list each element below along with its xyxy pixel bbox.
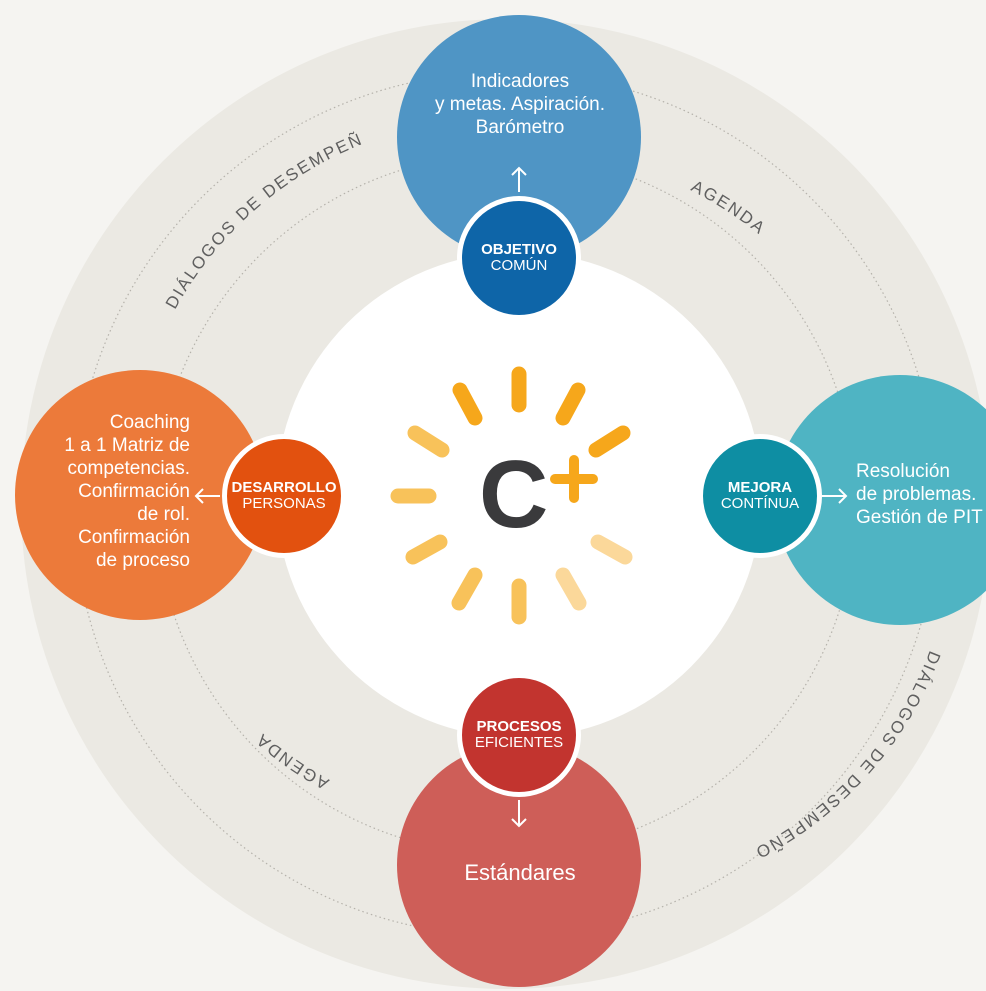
badge-procesos-title: PROCESOS [476, 718, 562, 735]
node-objetivo-circle [397, 15, 641, 259]
badge-procesos: PROCESOS EFICIENTES [457, 673, 581, 797]
node-desarrollo-text: Coaching 1 a 1 Matriz de competencias. C… [20, 411, 190, 572]
badge-mejora-subtitle: CONTÍNUA [720, 495, 800, 512]
badge-desarrollo-subtitle: PERSONAS [242, 495, 326, 512]
badge-mejora-title: MEJORA [727, 479, 793, 496]
logo-text: C [479, 441, 548, 548]
arrow-left-icon [194, 488, 220, 504]
node-mejora-line: Gestión de PIT [856, 507, 983, 528]
node-desarrollo-circle [15, 370, 265, 620]
badge-objetivo-title: OBJETIVO [481, 241, 557, 258]
badge-objetivo-subtitle: COMÚN [490, 257, 548, 274]
node-desarrollo-line: 1 a 1 Matriz de [64, 435, 190, 456]
node-mejora-line: de problemas. [856, 484, 977, 505]
badge-desarrollo-title: DESARROLLO [231, 479, 337, 496]
badge-objetivo: OBJETIVO COMÚN [457, 196, 581, 320]
arrow-down-icon [511, 800, 527, 828]
node-procesos-line: Estándares [464, 860, 576, 885]
badge-desarrollo: DESARROLLO PERSONAS [222, 434, 346, 558]
arrow-right-icon [822, 488, 848, 504]
node-desarrollo-line: Confirmación [78, 481, 190, 502]
node-objetivo-text: Indicadores y metas. Aspiración. Barómet… [420, 70, 620, 139]
node-procesos-circle [397, 743, 641, 987]
node-objetivo-line: y metas. Aspiración. [434, 94, 606, 115]
node-objetivo-line: Barómetro [475, 117, 565, 138]
node-desarrollo-line: de rol. [137, 504, 190, 525]
node-mejora-circle [775, 375, 986, 625]
plus-icon [550, 455, 598, 503]
node-desarrollo-line: competencias. [67, 458, 190, 479]
sun-rays-icon [390, 366, 633, 625]
node-mejora-text: Resolución de problemas. Gestión de PIT [856, 460, 986, 529]
arrow-up-icon [511, 166, 527, 192]
badge-procesos-subtitle: EFICIENTES [474, 734, 564, 751]
node-desarrollo-line: Confirmación [78, 527, 190, 548]
node-procesos-text: Estándares [420, 861, 620, 884]
node-objetivo-line: Indicadores [470, 71, 570, 92]
node-desarrollo-line: Coaching [109, 412, 190, 433]
node-mejora-line: Resolución [856, 461, 950, 482]
node-desarrollo-line: de proceso [95, 550, 190, 571]
center-circle [276, 252, 762, 738]
badge-mejora: MEJORA CONTÍNUA [698, 434, 822, 558]
